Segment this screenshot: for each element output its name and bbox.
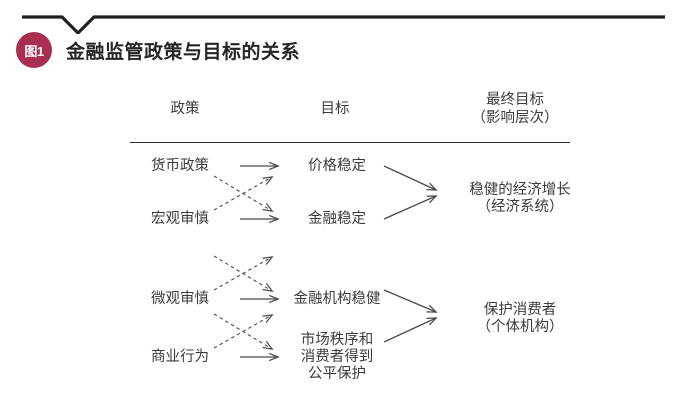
policy-node-macropru-label: 宏观审慎 xyxy=(151,211,209,227)
policy-node-micropru-label: 微观审慎 xyxy=(151,291,209,307)
top-rule-notch-path xyxy=(22,15,665,34)
policy-node-monetary: 货币政策 xyxy=(128,158,232,175)
target-node-institution-soundness-label: 金融机构稳健 xyxy=(293,291,381,307)
policy-node-macropru: 宏观审慎 xyxy=(128,211,232,228)
final-node-economic-growth: 稳健的经济增长 （经济系统） xyxy=(440,182,600,216)
target-node-market-conduct-line3: 公平保护 xyxy=(308,366,366,382)
final-node-consumer-protection: 保护消费者 （个体机构） xyxy=(440,302,600,336)
policy-node-conduct: 商业行为 xyxy=(128,349,232,366)
policy-node-monetary-label: 货币政策 xyxy=(151,158,209,174)
final-node-economic-growth-sublabel: （经济系统） xyxy=(476,199,564,215)
policy-node-micropru: 微观审慎 xyxy=(128,291,232,308)
arrow-p1-t2 xyxy=(213,175,272,211)
top-decorative-rule xyxy=(22,15,665,34)
figure-header: 图1 金融监管政策与目标的关系 xyxy=(16,32,300,68)
arrow-p2-t3 xyxy=(213,255,272,291)
target-node-financial-stability: 金融稳定 xyxy=(272,211,402,228)
arrow-p4-t3 xyxy=(213,315,272,349)
figure-number-badge: 图1 xyxy=(16,32,52,68)
column-header-target: 目标 xyxy=(280,100,390,118)
target-node-market-conduct: 市场秩序和 消费者得到 公平保护 xyxy=(272,332,402,383)
page-title: 金融监管政策与目标的关系 xyxy=(66,41,301,63)
column-header-target-label: 目标 xyxy=(320,101,350,117)
column-header-policy-label: 政策 xyxy=(170,101,200,117)
target-node-market-conduct-line2: 消费者得到 xyxy=(300,349,374,365)
diagram-body: 政策 目标 最终目标 （影响层次） 货币政策 宏观审慎 微观审慎 商业行为 价格… xyxy=(0,80,676,400)
column-header-final-label: 最终目标 xyxy=(486,92,544,108)
arrow-p3-t4 xyxy=(213,313,272,349)
final-node-consumer-protection-label: 保护消费者 xyxy=(483,302,557,318)
target-node-financial-stability-label: 金融稳定 xyxy=(308,211,366,227)
column-header-final-sublabel: （影响层次） xyxy=(471,110,559,126)
final-node-consumer-protection-sublabel: （个体机构） xyxy=(476,319,564,335)
target-node-institution-soundness: 金融机构稳健 xyxy=(272,291,402,308)
target-node-price-stability: 价格稳定 xyxy=(272,158,402,175)
figure-number-label: 图1 xyxy=(24,43,44,59)
arrow-p3-t2 xyxy=(213,257,272,291)
column-header-final: 最终目标 （影响层次） xyxy=(440,91,590,127)
target-node-price-stability-label: 价格稳定 xyxy=(308,158,366,174)
arrow-p2-t1 xyxy=(213,177,272,211)
column-header-policy: 政策 xyxy=(130,100,240,118)
header-divider-rule xyxy=(130,142,570,143)
final-node-economic-growth-label: 稳健的经济增长 xyxy=(469,182,571,198)
policy-node-conduct-label: 商业行为 xyxy=(151,349,209,365)
target-node-market-conduct-line1: 市场秩序和 xyxy=(300,332,374,348)
